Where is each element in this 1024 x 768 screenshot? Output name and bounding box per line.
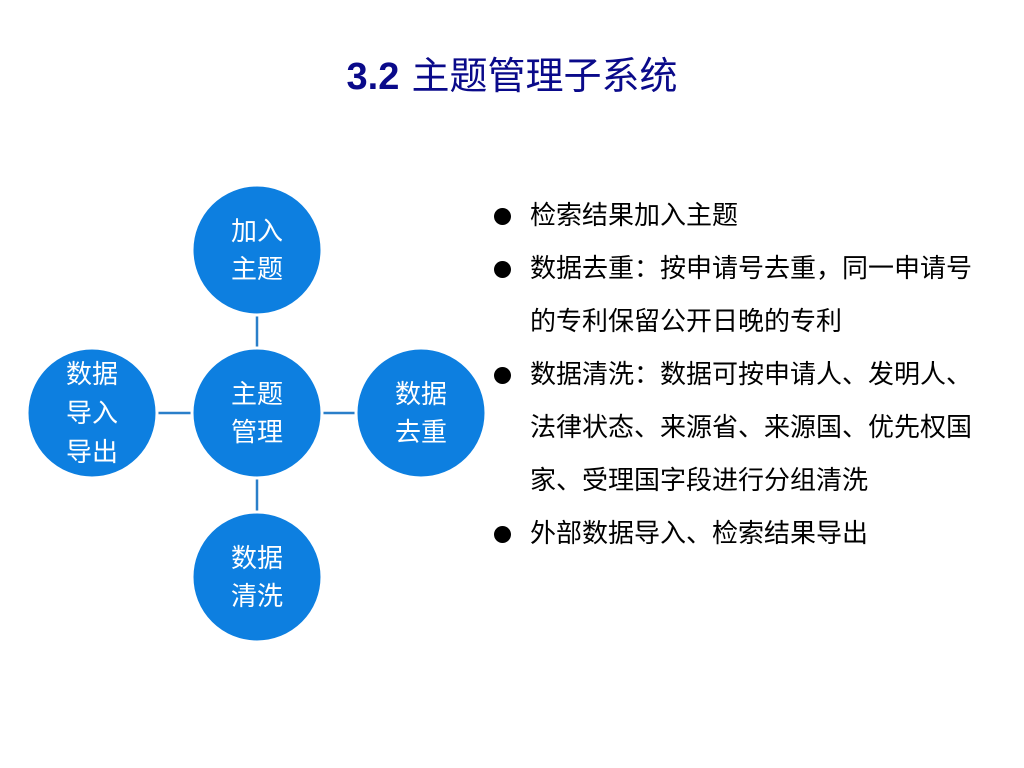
bullet-item: 外部数据导入、检索结果导出	[494, 508, 978, 561]
node-left: 数据 导入 导出	[25, 346, 159, 480]
bullet-item: 数据清洗：数据可按申请人、发明人、法律状态、来源省、来源国、优先权国家、受理国字…	[494, 349, 978, 508]
bullet-item: 数据去重：按申请号去重，同一申请号的专利保留公开日晚的专利	[494, 243, 978, 349]
node-center: 主题 管理	[190, 346, 324, 480]
node-right-line-2: 去重	[395, 418, 447, 448]
bullet-text: 外部数据导入、检索结果导出	[530, 519, 869, 549]
bullet-item: 检索结果加入主题	[494, 190, 978, 243]
node-bottom: 数据 清洗	[190, 510, 324, 644]
node-center-line-2: 管理	[231, 418, 283, 448]
bullet-text: 数据清洗：数据可按申请人、发明人、法律状态、来源省、来源国、优先权国家、受理国字…	[530, 360, 973, 496]
title-number: 3.2	[346, 56, 400, 98]
node-bottom-line-2: 清洗	[231, 582, 283, 612]
bullet-text: 检索结果加入主题	[530, 201, 739, 231]
node-top-line-1: 加入	[231, 217, 283, 247]
node-left-line-3: 导出	[66, 438, 118, 468]
node-bottom-line-1: 数据	[231, 544, 283, 574]
node-top: 加入 主题	[190, 183, 324, 317]
bullet-list: 检索结果加入主题 数据去重：按申请号去重，同一申请号的专利保留公开日晚的专利 数…	[494, 190, 994, 561]
bullet-text: 数据去重：按申请号去重，同一申请号的专利保留公开日晚的专利	[530, 254, 973, 337]
bullet-dot-icon	[494, 367, 511, 384]
node-left-line-2: 导入	[66, 399, 118, 429]
slide-title: 3.2 主题管理子系统	[0, 48, 1024, 105]
title-text: 主题管理子系统	[411, 54, 678, 98]
bullet-dot-icon	[494, 208, 511, 225]
node-right: 数据 去重	[354, 346, 488, 480]
bullet-dot-icon	[494, 261, 511, 278]
node-right-line-1: 数据	[395, 380, 447, 410]
node-center-line-1: 主题	[231, 380, 283, 410]
node-top-line-2: 主题	[231, 255, 283, 285]
bullet-dot-icon	[494, 526, 511, 543]
node-left-line-1: 数据	[66, 360, 118, 390]
